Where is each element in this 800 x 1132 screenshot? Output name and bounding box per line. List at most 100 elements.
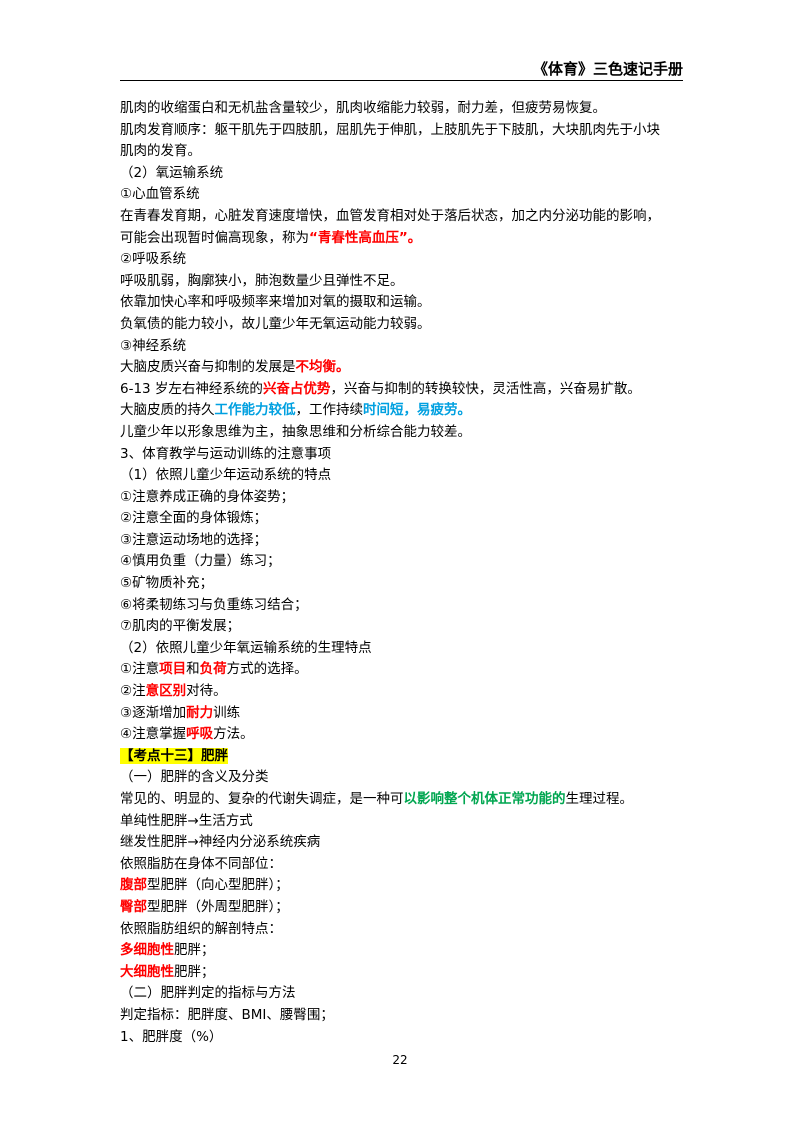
text-segment: ③逐渐增加: [120, 704, 187, 721]
text-segment: 和: [186, 661, 200, 678]
text-line: ①注意项目和负荷方式的选择。: [120, 659, 683, 681]
text-line: ③逐渐增加耐力训练: [120, 703, 683, 725]
text-segment: 肌肉的发育。: [120, 143, 201, 160]
text-line: 负氧债的能力较小，故儿童少年无氧运动能力较弱。: [120, 314, 683, 336]
text-line: 继发性肥胖→神经内分泌系统疾病: [120, 832, 683, 854]
text-line: 大细胞性肥胖；: [120, 962, 683, 984]
text-segment: ①注意养成正确的身体姿势；: [120, 488, 295, 505]
text-segment: 3、体育教学与运动训练的注意事项: [120, 445, 332, 462]
highlighted-text: 工作能力较低: [214, 402, 296, 419]
text-line: 1、肥胖度（%）: [120, 1027, 683, 1049]
highlighted-text: 大细胞性: [120, 963, 174, 980]
text-segment: （二）肥胖判定的指标与方法: [120, 985, 296, 1002]
text-line: 3、体育教学与运动训练的注意事项: [120, 444, 683, 466]
text-line: ⑦肌肉的平衡发展；: [120, 616, 683, 638]
text-line: 常见的、明显的、复杂的代谢失调症，是一种可以影响整个机体正常功能的生理过程。: [120, 789, 683, 811]
highlighted-text: 意区别: [145, 683, 187, 700]
text-line: （一）肥胖的含义及分类: [120, 767, 683, 789]
text-line: ①心血管系统: [120, 184, 683, 206]
text-line: 可能会出现暂时偏高现象，称为“青春性高血压”。: [120, 228, 683, 250]
text-segment: ③神经系统: [120, 337, 187, 354]
text-line: 大脑皮质的持久工作能力较低，工作持续时间短，易疲劳。: [120, 400, 683, 422]
text-line: 儿童少年以形象思维为主，抽象思维和分析综合能力较差。: [120, 422, 683, 444]
text-segment: 常见的、明显的、复杂的代谢失调症，是一种可: [120, 791, 404, 807]
text-line: ③注意运动场地的选择；: [120, 530, 683, 552]
highlighted-text: 不均衡。: [295, 359, 350, 376]
highlighted-text: 多细胞性: [120, 942, 174, 959]
text-segment: ④慎用负重（力量）练习；: [120, 553, 281, 570]
highlighted-text: 臀部: [120, 898, 147, 915]
text-segment: 依照脂肪组织的解剖特点：: [120, 920, 282, 937]
text-line: 肌肉的收缩蛋白和无机盐含量较少，肌肉收缩能力较弱，耐力差，但疲劳易恢复。: [120, 98, 683, 120]
highlighted-text: 负荷: [199, 661, 227, 678]
text-line: ②注意全面的身体锻炼；: [120, 508, 683, 530]
text-line: 6-13 岁左右神经系统的兴奋占优势，兴奋与抑制的转换较快，灵活性高，兴奋易扩散…: [120, 379, 683, 401]
highlighted-text: 耐力: [186, 704, 214, 721]
text-line: ③神经系统: [120, 336, 683, 358]
text-segment: 6-13 岁左右神经系统的: [120, 380, 263, 397]
text-segment: （2）依照儿童少年氧运输系统的生理特点: [120, 639, 372, 656]
highlighted-text: 呼吸: [186, 726, 214, 743]
text-segment: 依照脂肪在身体不同部位：: [120, 855, 282, 872]
text-line: 【考点十三】肥胖: [120, 746, 683, 768]
highlighted-text: 时间短，易疲劳。: [363, 402, 471, 419]
text-line: 大脑皮质兴奋与抑制的发展是不均衡。: [120, 357, 683, 379]
text-segment: 依靠加快心率和呼吸频率来增加对氧的摄取和运输。: [120, 294, 431, 311]
text-line: ④注意掌握呼吸方法。: [120, 724, 683, 746]
text-segment: 大脑皮质的持久: [120, 402, 215, 419]
text-line: 臀部型肥胖（外周型肥胖）；: [120, 897, 683, 919]
text-segment: ②注意全面的身体锻炼；: [120, 510, 268, 527]
highlighted-text: 以影响整个机体正常功能的: [403, 791, 566, 807]
text-segment: ⑥将柔韧练习与负重练习结合；: [120, 596, 308, 613]
page-header-title: 《体育》三色速记手册: [532, 60, 683, 78]
text-segment: 大脑皮质兴奋与抑制的发展是: [120, 359, 296, 376]
text-segment: 对待。: [186, 683, 227, 700]
text-line: （2）氧运输系统: [120, 163, 683, 185]
text-line: 呼吸肌弱，胸廓狭小，肺泡数量少且弹性不足。: [120, 271, 683, 293]
text-segment: 儿童少年以形象思维为主，抽象思维和分析综合能力较差。: [120, 423, 471, 440]
text-line: ①注意养成正确的身体姿势；: [120, 487, 683, 509]
text-line: 依照脂肪组织的解剖特点：: [120, 919, 683, 941]
text-segment: 肥胖；: [174, 963, 215, 980]
text-line: 依照脂肪在身体不同部位：: [120, 854, 683, 876]
text-line: ④慎用负重（力量）练习；: [120, 551, 683, 573]
text-line: 肌肉的发育。: [120, 141, 683, 163]
highlighted-text: 【考点十三】肥胖: [120, 747, 228, 764]
text-line: 依靠加快心率和呼吸频率来增加对氧的摄取和运输。: [120, 292, 683, 314]
document-body: 肌肉的收缩蛋白和无机盐含量较少，肌肉收缩能力较弱，耐力差，但疲劳易恢复。肌肉发育…: [120, 98, 683, 1048]
highlighted-text: 腹部: [120, 877, 147, 894]
text-line: （二）肥胖判定的指标与方法: [120, 983, 683, 1005]
text-segment: 型肥胖（向心型肥胖）；: [147, 877, 289, 894]
text-segment: （1）依照儿童少年运动系统的特点: [120, 467, 332, 484]
text-line: 在青春发育期，心脏发育速度增快，血管发育相对处于落后状态，加之内分泌功能的影响，: [120, 206, 683, 228]
highlighted-text: 兴奋占优势: [262, 380, 331, 397]
text-segment: （2）氧运输系统: [120, 164, 224, 181]
text-line: （1）依照儿童少年运动系统的特点: [120, 465, 683, 487]
text-segment: 方法。: [213, 726, 254, 743]
text-line: 腹部型肥胖（向心型肥胖）；: [120, 875, 683, 897]
text-segment: 生理过程。: [565, 791, 634, 807]
text-line: （2）依照儿童少年氧运输系统的生理特点: [120, 638, 683, 660]
page-number: 22: [392, 1053, 408, 1067]
text-segment: 在青春发育期，心脏发育速度增快，血管发育相对处于落后状态，加之内分泌功能的影响，: [120, 207, 660, 224]
text-line: 单纯性肥胖→生活方式: [120, 811, 683, 833]
text-segment: 判定指标：肥胖度、BMI、腰臀围；: [120, 1006, 334, 1023]
text-segment: ④注意掌握: [120, 726, 187, 743]
text-segment: ⑦肌肉的平衡发展；: [120, 618, 241, 635]
header-divider: [120, 80, 683, 81]
text-line: ⑥将柔韧练习与负重练习结合；: [120, 595, 683, 617]
text-segment: ，兴奋与抑制的转换较快，灵活性高，兴奋易扩散。: [330, 380, 641, 397]
text-segment: （一）肥胖的含义及分类: [120, 769, 269, 786]
text-segment: 呼吸肌弱，胸廓狭小，肺泡数量少且弹性不足。: [120, 272, 404, 289]
text-segment: ，工作持续: [295, 402, 364, 419]
text-line: ⑤矿物质补充；: [120, 573, 683, 595]
text-segment: 1、肥胖度（%）: [120, 1028, 223, 1045]
text-segment: 肌肉的收缩蛋白和无机盐含量较少，肌肉收缩能力较弱，耐力差，但疲劳易恢复。: [120, 100, 606, 116]
text-segment: ①注意: [120, 661, 160, 678]
text-line: ②呼吸系统: [120, 249, 683, 271]
text-segment: ③注意运动场地的选择；: [120, 531, 268, 548]
highlighted-text: “青春性高血压”。: [309, 229, 422, 246]
text-segment: ②呼吸系统: [120, 251, 187, 268]
text-line: 判定指标：肥胖度、BMI、腰臀围；: [120, 1005, 683, 1027]
text-segment: 肌肉发育顺序：躯干肌先于四肢肌，屈肌先于伸肌，上肢肌先于下肢肌，大块肌肉先于小块: [120, 121, 660, 138]
